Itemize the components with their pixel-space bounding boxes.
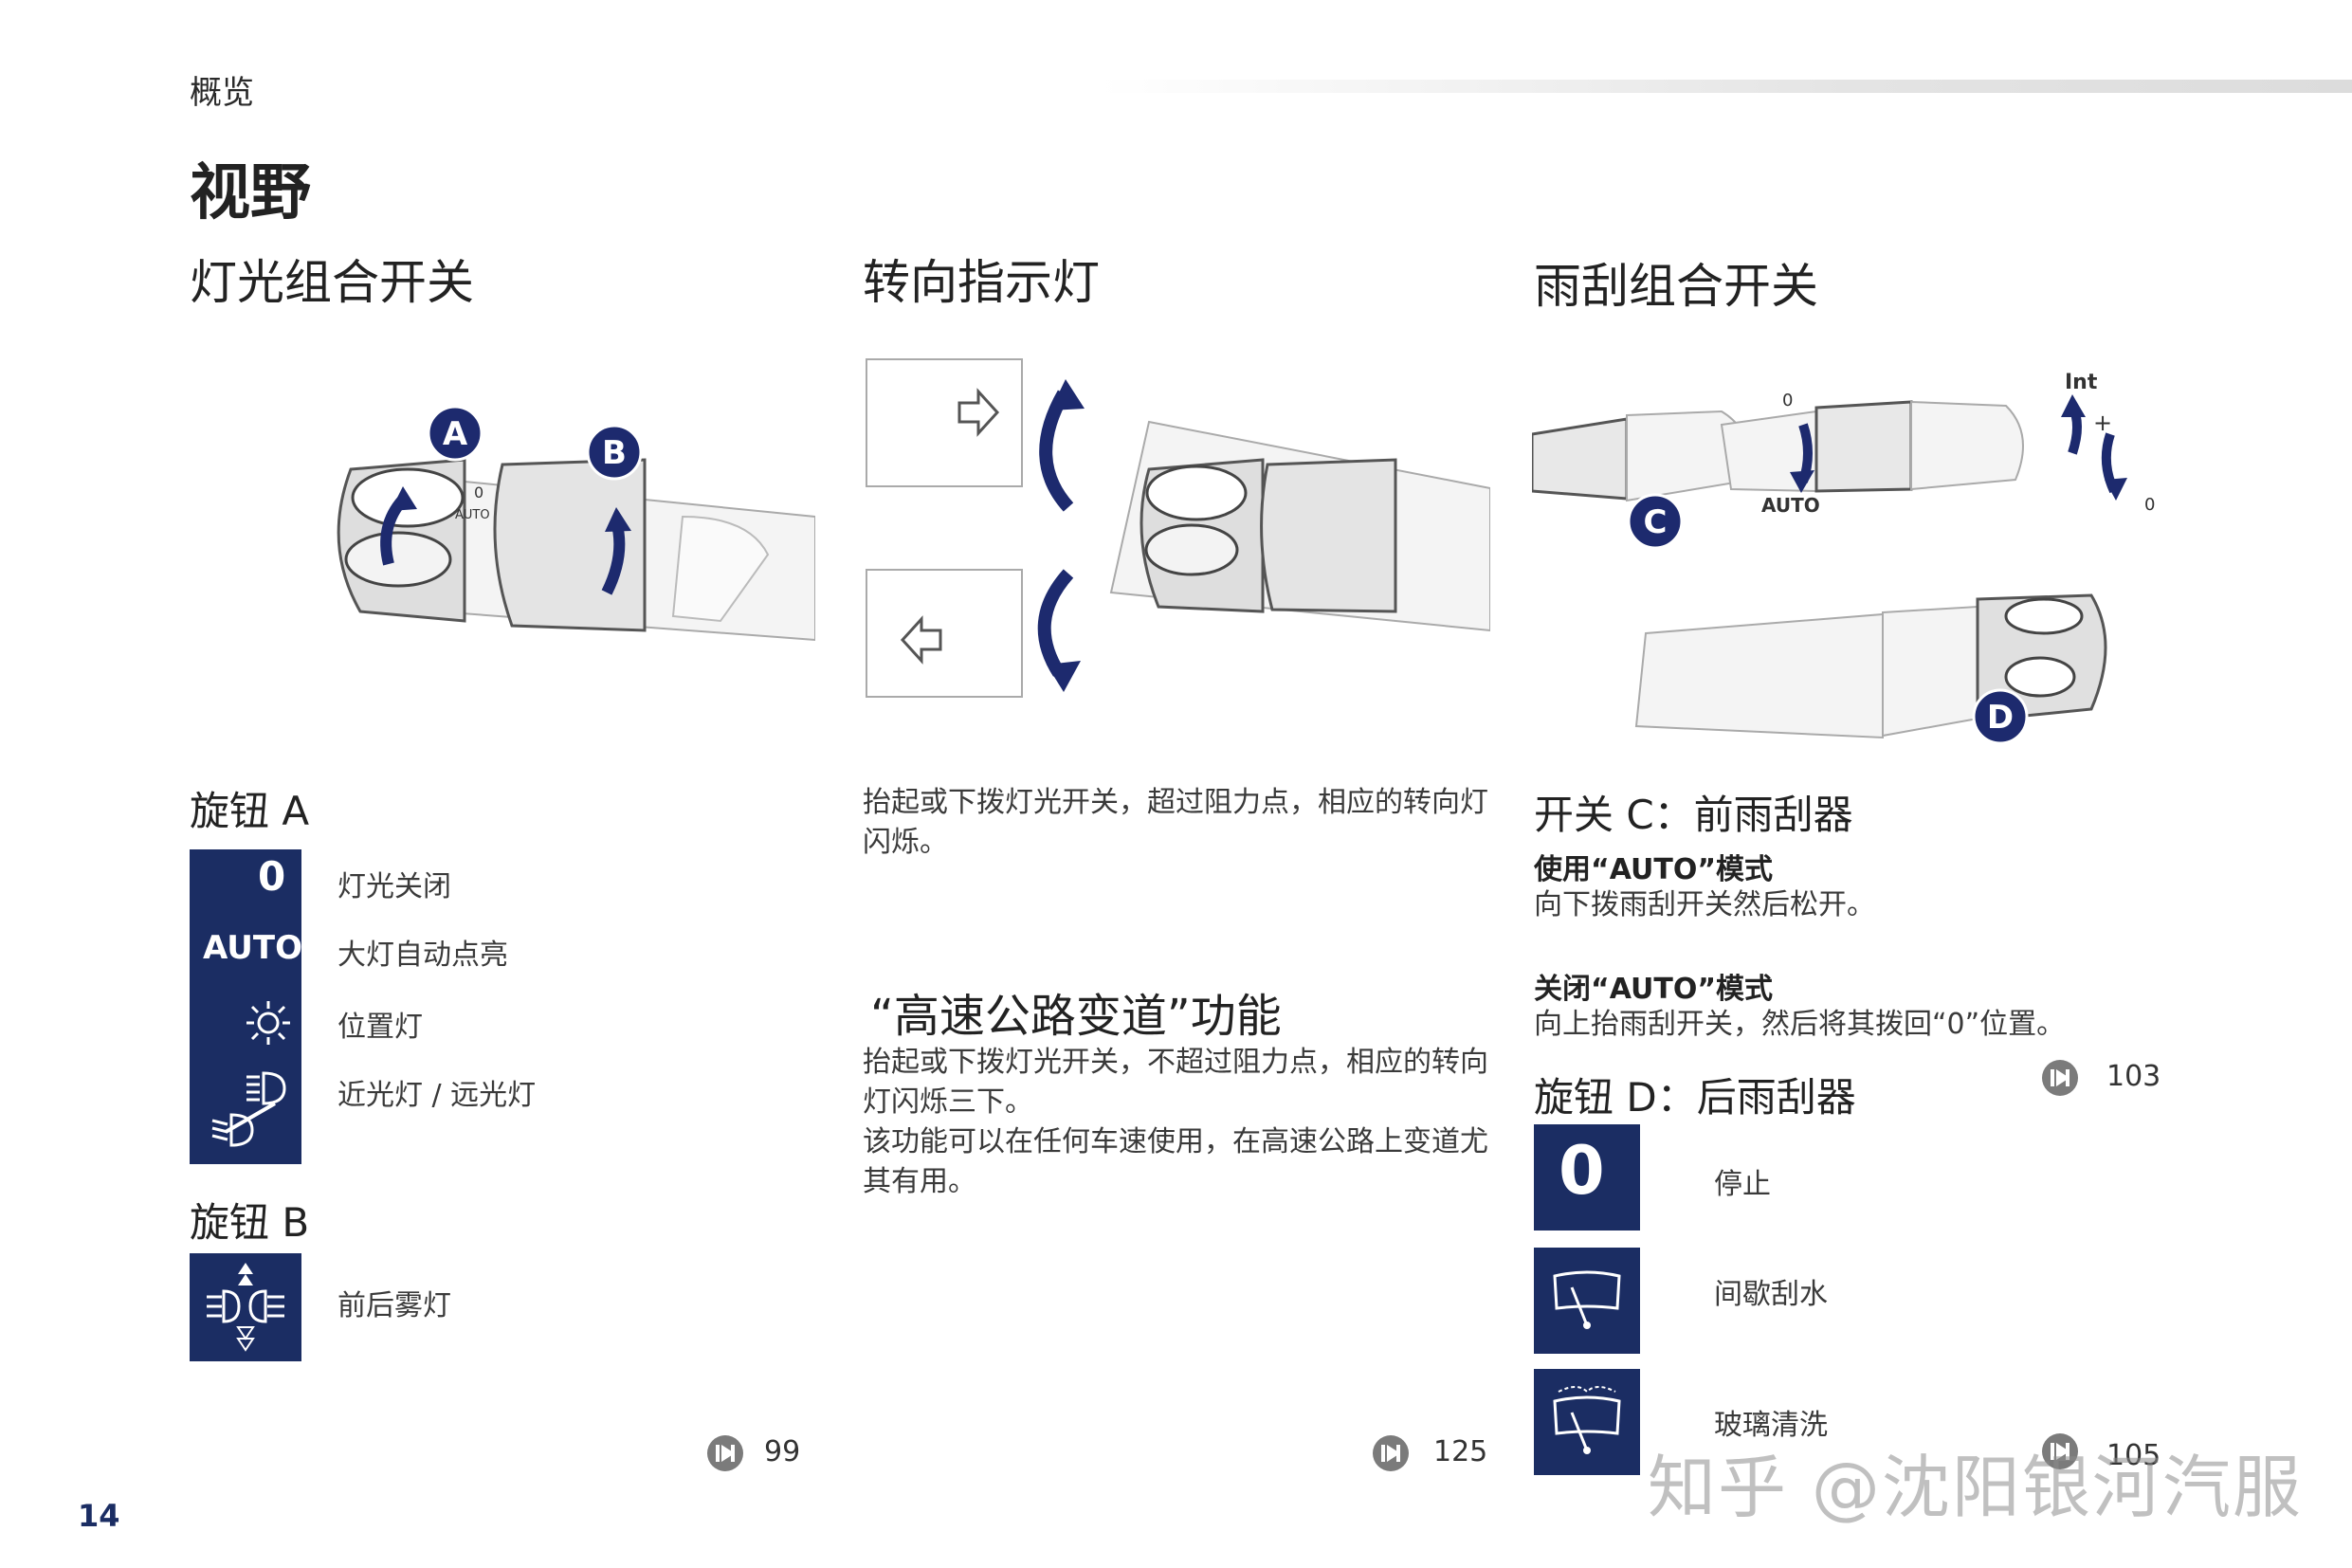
auto-text-icon: AUTO [203, 929, 302, 967]
control-c-badge [1627, 493, 1684, 550]
lane-change-note: 该功能可以在任何车速使用，在高速公路上变道尤其有用。 [863, 1125, 1488, 1198]
control-d-badge [1972, 688, 2029, 745]
wiper-zero-mark: 0 [1782, 391, 1793, 410]
header-rule [1100, 80, 2352, 93]
dipped-main-beam-icon [211, 1071, 286, 1147]
page-ref-number[interactable]: 105 [2106, 1439, 2161, 1472]
page-ref-number[interactable]: 125 [1433, 1435, 1488, 1468]
intermittent-wipe-icon [1553, 1270, 1621, 1329]
knob-a-item-label: 大灯自动点亮 [337, 939, 508, 972]
page-number: 14 [78, 1498, 120, 1534]
page-ref-number[interactable]: 99 [764, 1435, 801, 1468]
sidelight-icon [246, 1001, 290, 1045]
rear-wiper-int-icon-box [1534, 1248, 1640, 1354]
page-ref-icon[interactable] [2040, 1431, 2080, 1471]
control-b-label: B [602, 434, 627, 472]
screenwash-icon [1553, 1386, 1621, 1454]
use-auto-title: 使用“AUTO”模式 [1534, 853, 1774, 886]
knob-a-item-label: 近光灯 / 远光灯 [337, 1079, 537, 1112]
control-a-badge [427, 405, 483, 462]
wiper-int-mark: Int [2065, 371, 2098, 394]
knob-b-title: 旋钮 B [190, 1199, 310, 1246]
knob-b-item-label: 前后雾灯 [337, 1289, 451, 1322]
page-ref-number[interactable]: 103 [2106, 1060, 2161, 1093]
switch-c-title: 开关 C：前雨刮器 [1534, 792, 1853, 838]
turn-signal-illustration [866, 358, 1490, 698]
fog-lamp-icon [207, 1263, 284, 1352]
rear-wash-icon-box [1534, 1369, 1640, 1475]
wiper-stalk-illustration: 0 AUTO Int + 0 C D [1532, 371, 2155, 745]
wiper-zero-mark: 0 [2144, 495, 2155, 515]
lane-change-text: 抬起或下拨灯光开关，不超过阻力点，相应的转向灯闪烁三下。 [863, 1046, 1488, 1119]
off-zero-icon: 0 [1559, 1132, 1605, 1210]
page-ref-icon[interactable] [1371, 1433, 1411, 1473]
use-auto-text: 向下拨雨刮开关然后松开。 [1534, 888, 1875, 921]
wiper-switch-title: 雨刮组合开关 [1534, 259, 1818, 314]
control-b-badge [586, 424, 643, 481]
page-ref-icon[interactable] [705, 1433, 745, 1473]
watermark-text: 知乎 @沈阳银河汽服 [1648, 1448, 2303, 1527]
lane-change-title: “高速公路变道”功能 [870, 990, 1282, 1043]
knob-d-title: 旋钮 D：后雨刮器 [1534, 1074, 1856, 1121]
page-ref-icon[interactable] [2040, 1058, 2080, 1098]
wiper-plus-mark: + [2093, 410, 2112, 436]
knob-a-icon-panel: 0 AUTO [190, 849, 302, 1164]
knob-b-icon-panel [190, 1253, 301, 1361]
switch-auto-mark: AUTO [455, 508, 490, 522]
off-auto-text: 向上抬雨刮开关，然后将其拨回“0”位置。 [1534, 1008, 2066, 1041]
control-c-label: C [1644, 503, 1668, 541]
off-zero-icon: 0 [258, 853, 286, 900]
rear-wiper-off-icon-box: 0 [1534, 1124, 1640, 1231]
knob-a-item-label: 灯光关闭 [337, 870, 451, 903]
turn-signal-title: 转向指示灯 [863, 255, 1100, 310]
turn-signal-text: 抬起或下拨灯光开关，超过阻力点，相应的转向灯闪烁。 [863, 786, 1488, 859]
page-title: 视野 [190, 158, 311, 228]
knob-a-title: 旋钮 A [190, 788, 310, 834]
control-a-label: A [443, 415, 468, 453]
off-auto-title: 关闭“AUTO”模式 [1534, 973, 1774, 1006]
section-label: 概览 [190, 74, 254, 112]
switch-zero-mark: 0 [474, 483, 483, 501]
control-d-label: D [1987, 699, 2014, 737]
lighting-stalk-illustration: 0 AUTO A B [337, 405, 815, 642]
knob-a-item-label: 位置灯 [337, 1011, 423, 1044]
knob-d-item-label: 玻璃清洗 [1714, 1409, 1828, 1442]
lighting-switch-title: 灯光组合开关 [190, 255, 474, 310]
knob-d-item-label: 间歇刮水 [1714, 1278, 1828, 1311]
wiper-auto-mark: AUTO [1761, 494, 1820, 517]
knob-d-item-label: 停止 [1714, 1168, 1771, 1201]
